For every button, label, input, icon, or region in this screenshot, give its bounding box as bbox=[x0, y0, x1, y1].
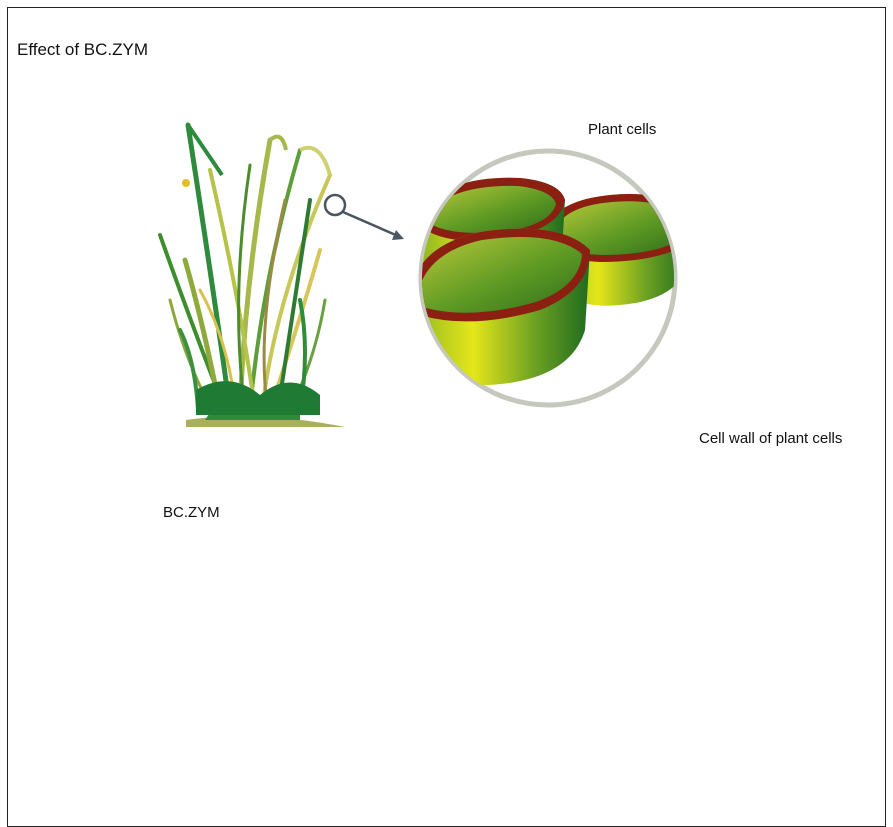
magnifier-ring-plant bbox=[325, 195, 345, 215]
label-cell-wall: Cell wall of plant cells bbox=[699, 430, 842, 447]
label-enzyme: BC.ZYM bbox=[163, 504, 220, 521]
grass-plant bbox=[160, 125, 345, 427]
plant-cells-circle bbox=[410, 151, 693, 405]
arrow-plant-to-cells bbox=[343, 212, 398, 236]
label-plant-cells: Plant cells bbox=[588, 121, 656, 138]
